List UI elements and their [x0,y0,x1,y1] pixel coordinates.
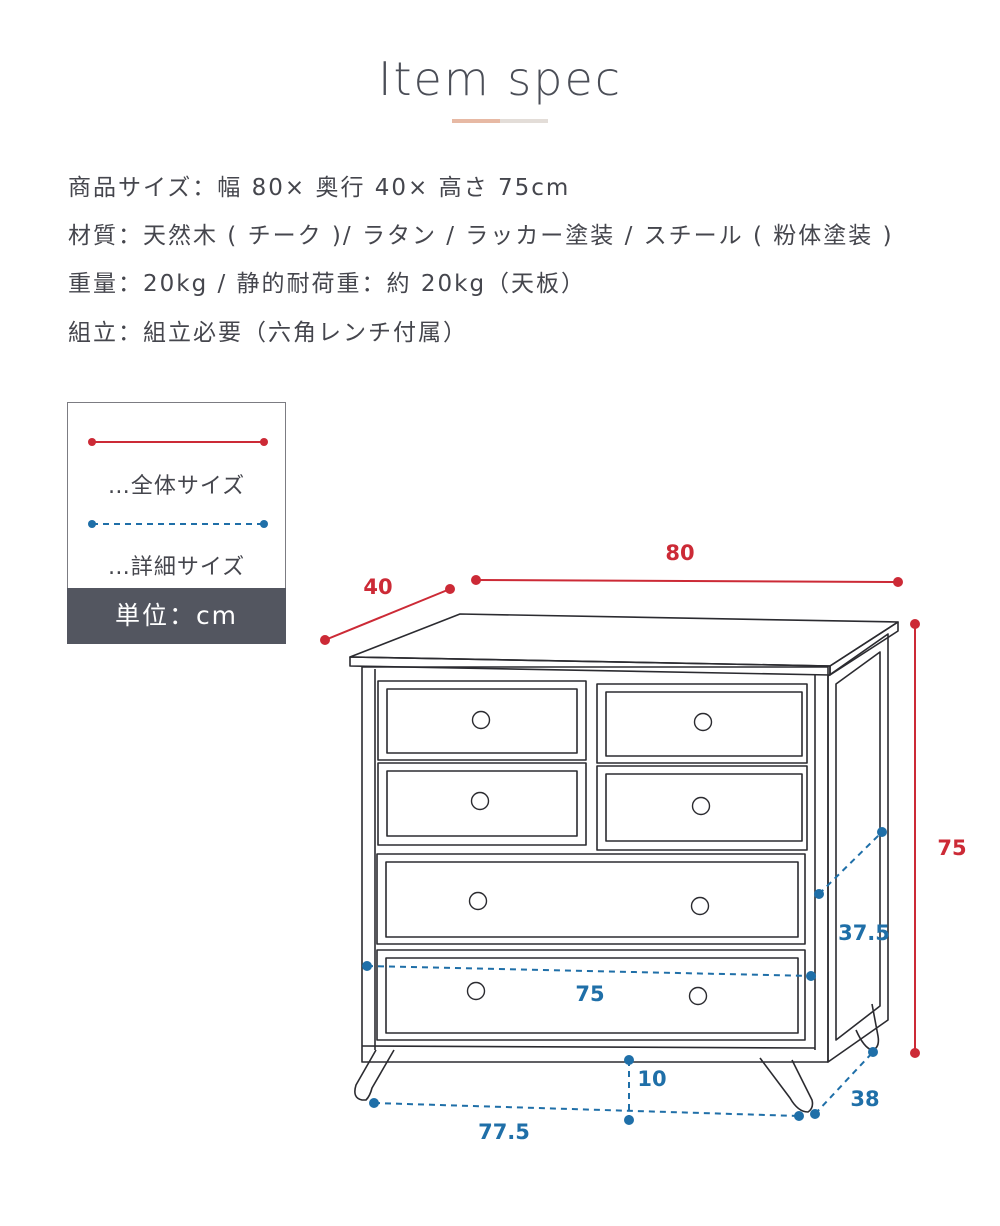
leg-height-label: 10 [637,1067,666,1091]
title-underline-accent [452,119,500,123]
drawer-knobs [466,710,713,1006]
inner-width-line [366,965,812,977]
cabinet-outline [349,613,899,1113]
foot-depth-label: 38 [850,1087,879,1111]
drawer-top-left [377,680,587,761]
height-label: 75 [937,836,966,860]
leg-back-right [855,1003,880,1051]
inner-width-label: 75 [575,982,604,1006]
legend-detail-dot-right [260,520,268,528]
knob [691,796,711,816]
foot-depth-line [814,1051,874,1115]
page-title: Item spec [377,52,623,106]
legend-overall-label: …全体サイズ [107,474,246,499]
leg-front-right [759,1057,814,1113]
knob [468,891,488,911]
inner-height-line [818,831,883,895]
depth-line [324,588,451,641]
knob [693,712,713,732]
cabinet-top-side-edge [829,621,899,676]
legend-overall-dot-right [260,438,268,446]
drawer-large-2 [376,949,806,1041]
legend-box: …全体サイズ …詳細サイズ 単位：cm [67,402,286,644]
title-underline-light [500,119,548,123]
unit-label: 単位：cm [67,588,286,644]
knob [466,981,486,1001]
depth-label: 40 [363,575,392,599]
legend-lines [88,438,268,528]
spec-size: 商品サイズ：幅 80× 奥行 40× 高さ 75cm [68,175,571,201]
spec-weight: 重量：20kg / 静的耐荷重：約 20kg（天板） [68,271,587,297]
leg-front-left [354,1049,395,1101]
legend-overall-dot-left [88,438,96,446]
foot-width-line [373,1102,800,1117]
drawer-second-right [596,765,808,851]
foot-width-label: 77.5 [478,1120,530,1144]
cabinet-top-front-edge [349,656,831,676]
detail-dimensions [362,827,887,1125]
drawer-top-right [596,683,808,764]
knob [690,896,710,916]
spec-assembly: 組立：組立必要（六角レンチ付属） [68,320,468,346]
width-label: 80 [665,541,694,565]
drawer-large-1 [376,853,806,945]
legend-detail-label: …詳細サイズ [107,555,246,580]
knob [471,710,491,730]
title-underline [452,119,548,123]
spec-material: 材質：天然木 ( チーク )/ ラタン / ラッカー塗装 / スチール ( 粉体… [68,223,894,249]
knob [688,986,708,1006]
inner-height-label: 37.5 [838,921,890,945]
drawer-second-left [377,762,587,846]
width-line [475,579,899,583]
knob [470,791,490,811]
overall-dimensions [320,575,920,1058]
legend-detail-dot-left [88,520,96,528]
cabinet-side [827,633,889,1063]
